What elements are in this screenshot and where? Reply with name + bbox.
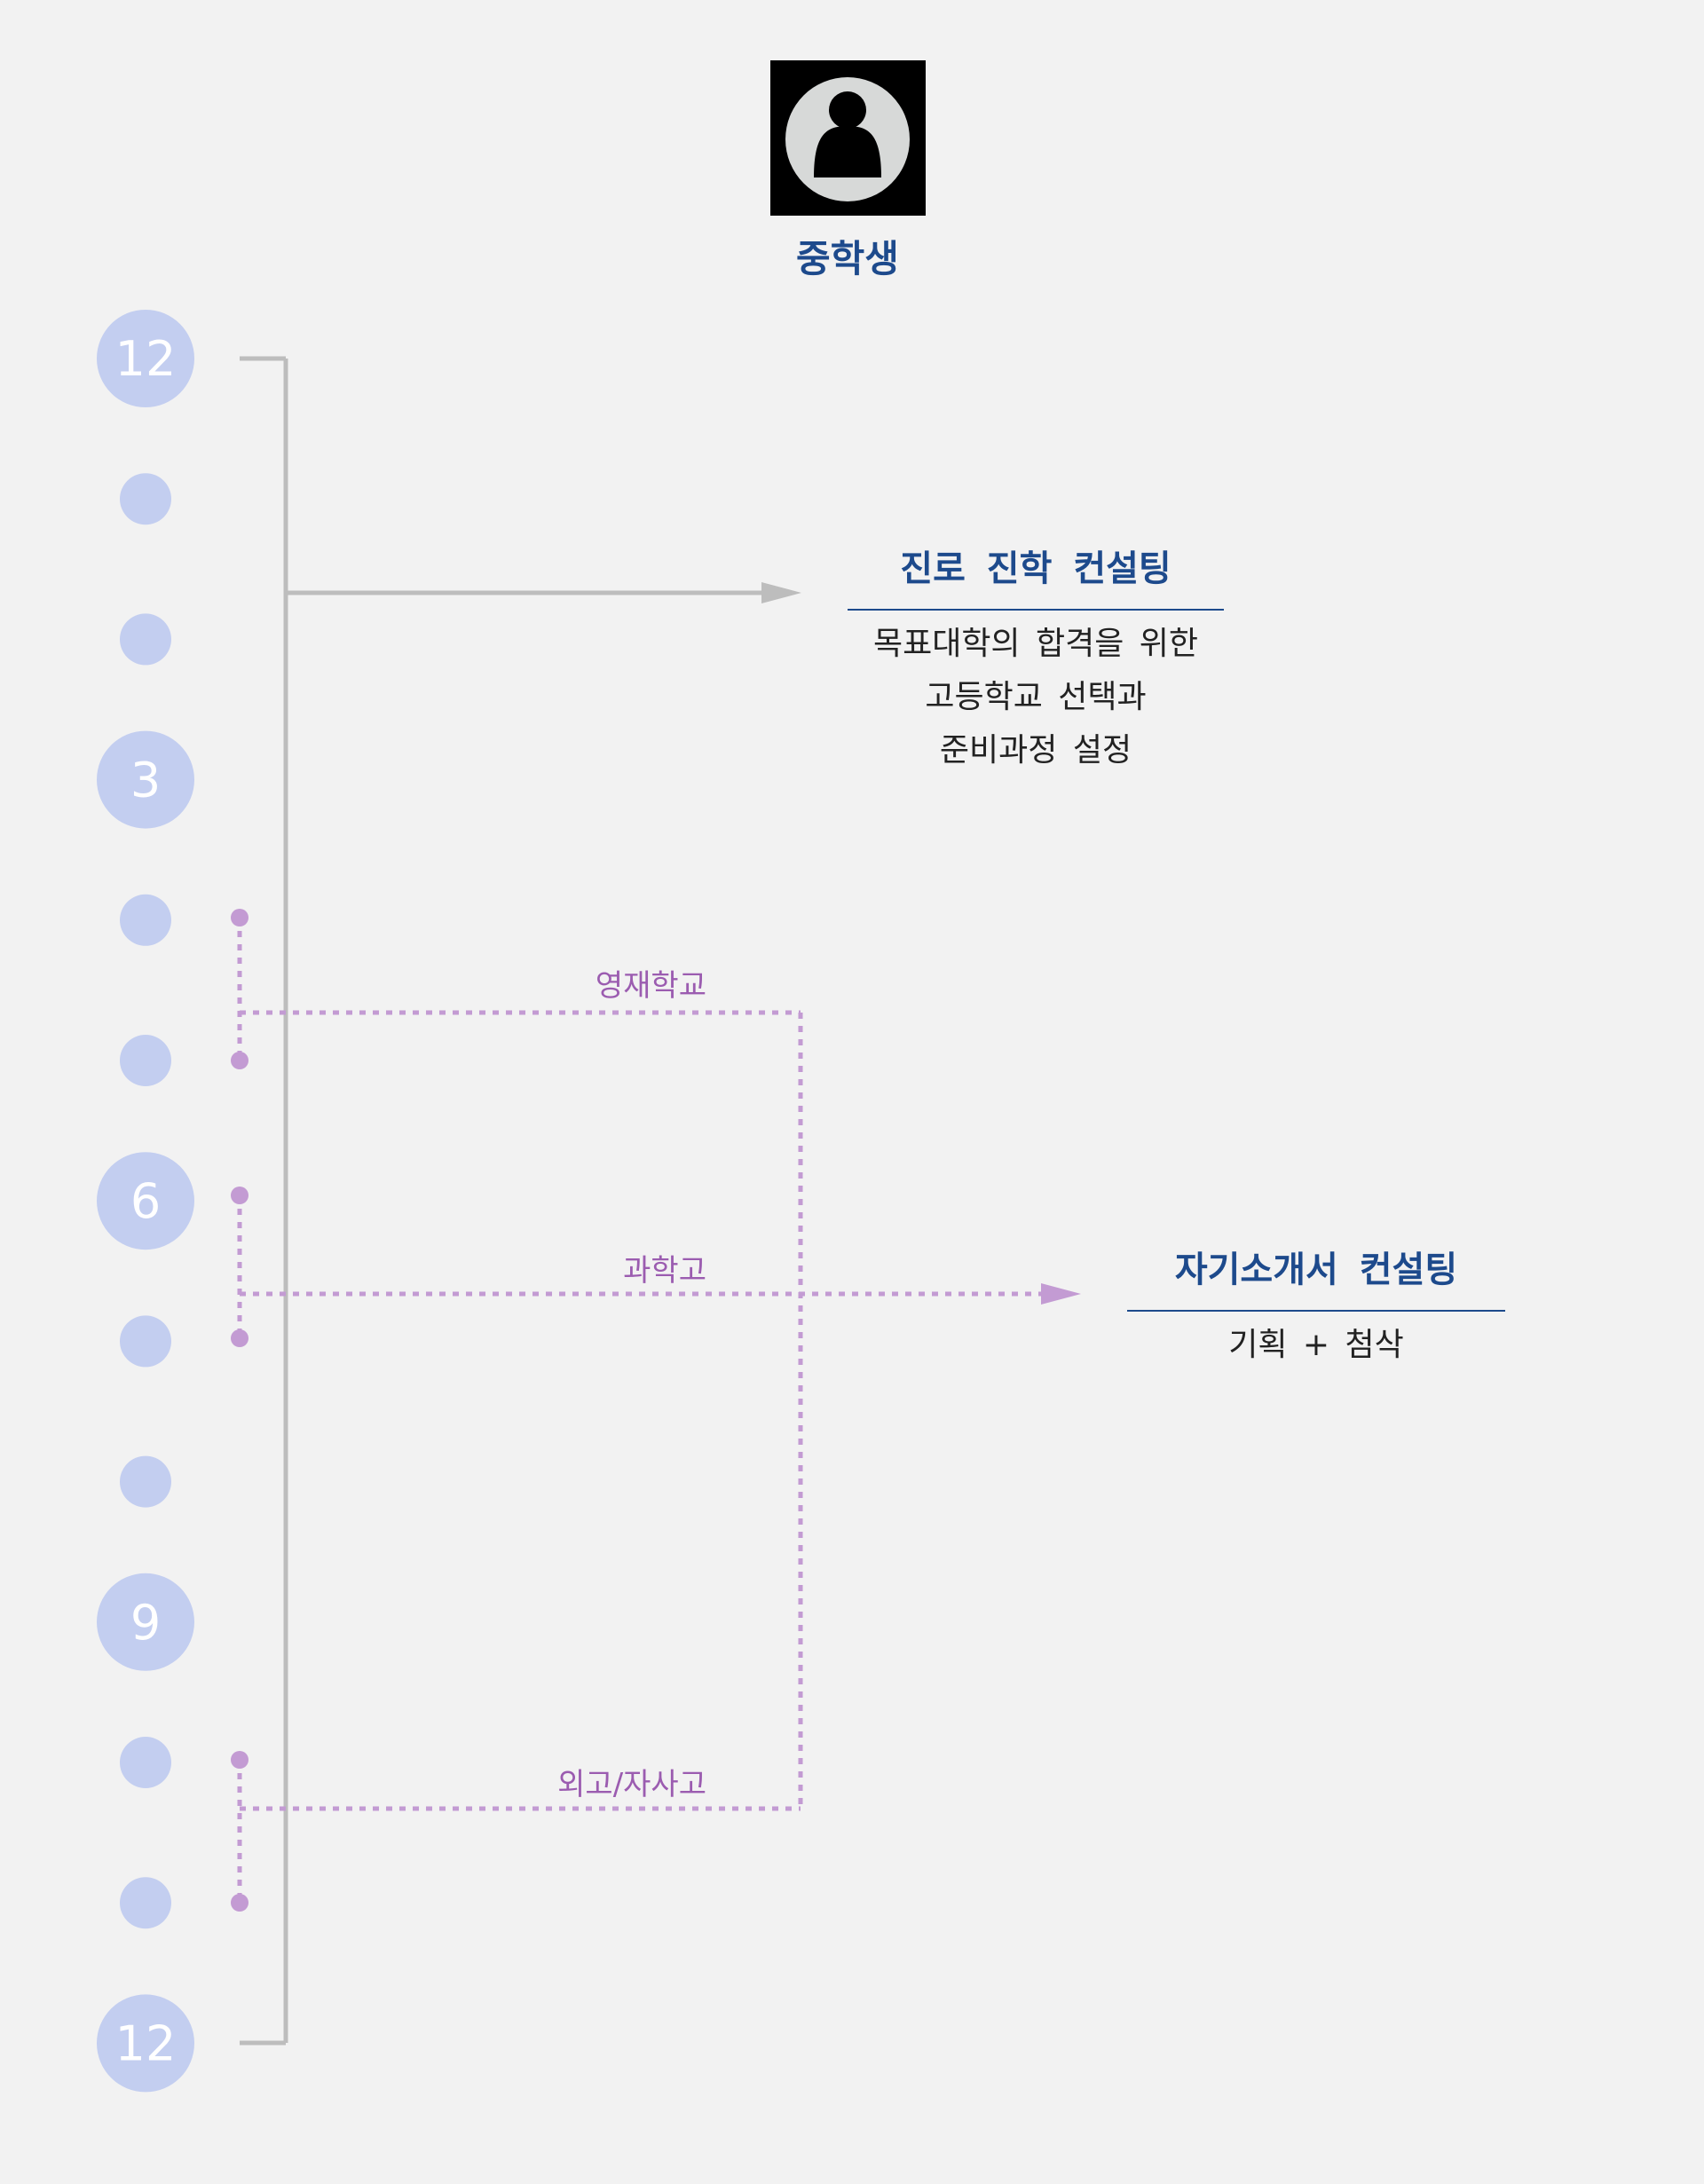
path-dot [231, 1751, 248, 1769]
month-circle-major [97, 1994, 194, 2093]
essay-consulting-divider [1127, 1310, 1505, 1312]
path-endpoint-dots [231, 909, 248, 1912]
career-consulting-description: 목표대학의 합격을 위한 고등학교 선택과 준비과정 설정 [812, 618, 1259, 777]
month-label: 3 [130, 753, 161, 808]
month-circle-major [97, 1152, 194, 1250]
career-description-line: 준비과정 설정 [939, 732, 1132, 769]
month-circle-major [97, 730, 194, 829]
science-school-label: 과학고 [623, 1253, 706, 1289]
timeline-bracket [240, 356, 763, 2046]
essay-description-line: 기획 + 첨삭 [1228, 1327, 1404, 1363]
month-circle-minor [120, 1035, 171, 1086]
essay-consulting-title: 자기소개서 컨설팅 [1174, 1250, 1458, 1290]
month-circle-minor [120, 613, 171, 666]
month-circle-minor [120, 1877, 171, 1929]
month-circle-minor [120, 1737, 171, 1788]
path-dot [231, 1894, 248, 1912]
essay-consulting-description: 기획 + 첨삭 [1092, 1319, 1541, 1372]
month-label: 9 [130, 1595, 161, 1651]
month-circle-major [97, 1573, 194, 1671]
career-description-line: 목표대학의 합격을 위한 [872, 626, 1199, 662]
person-icon [814, 91, 881, 177]
student-avatar [770, 60, 926, 216]
month-circle-minor [120, 894, 171, 946]
essay-arrow-head [1041, 1283, 1081, 1305]
month-label: 12 [115, 331, 177, 387]
month-label: 12 [115, 2015, 177, 2071]
month-circle-minor [120, 1455, 171, 1508]
role-label: 중학생 [796, 237, 899, 280]
month-circle-minor [120, 1315, 171, 1368]
month-circle-major [97, 310, 194, 407]
path-dot [231, 1187, 248, 1204]
month-label: 6 [130, 1173, 161, 1229]
foreign-school-label: 외고/자사고 [557, 1767, 706, 1802]
career-consulting-divider [848, 609, 1224, 611]
path-dot [231, 1329, 248, 1347]
career-consulting-title: 진로 진학 컨설팅 [900, 548, 1172, 589]
path-dot [231, 909, 248, 926]
gifted-school-label: 영재학교 [595, 968, 706, 1004]
month-circle-minor [120, 473, 171, 525]
path-dot [231, 1052, 248, 1069]
career-description-line: 고등학교 선택과 [925, 679, 1147, 715]
month-circles: 12 3 6 9 12 [97, 310, 194, 2093]
career-arrow-head [761, 582, 801, 603]
school-paths [237, 918, 1043, 1903]
